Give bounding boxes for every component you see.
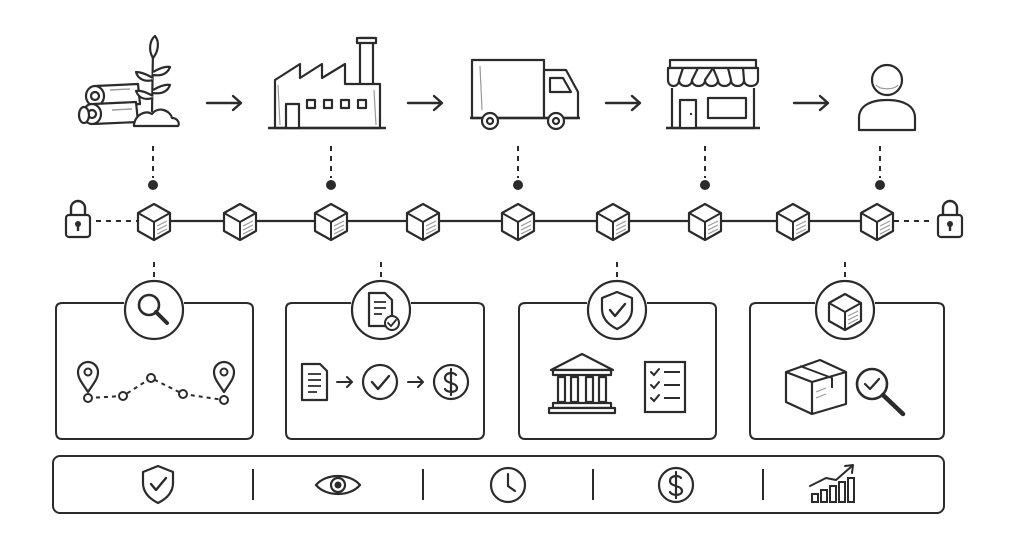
panel-compliance — [518, 279, 717, 440]
eye-icon — [314, 474, 362, 496]
clock-icon — [489, 466, 527, 504]
right-arrow-icon — [406, 94, 444, 112]
padlock-icon — [64, 199, 92, 239]
check-magnifier-icon — [855, 367, 906, 417]
magnifier-icon — [123, 279, 185, 341]
right-arrow-icon — [336, 376, 353, 388]
shield-check-icon — [586, 279, 648, 341]
cube-block-icon — [136, 202, 172, 242]
factory-icon — [268, 36, 386, 130]
panel-smart-contracts — [285, 279, 485, 440]
supply-chain-row — [77, 34, 917, 132]
cube-block-icon — [687, 202, 723, 242]
anchor-dot — [875, 180, 885, 190]
right-arrow-icon — [792, 94, 830, 112]
right-arrow-icon — [205, 94, 243, 112]
cube-block-icon — [313, 202, 349, 242]
right-arrow-icon — [407, 376, 424, 388]
cube-block-icon — [859, 202, 895, 242]
panel-connectors — [153, 262, 846, 280]
growth-chart-icon — [809, 464, 855, 503]
cube-block-icon — [500, 202, 536, 242]
anchor-dots — [148, 180, 885, 190]
right-arrow-icon — [604, 94, 642, 112]
blockchain-row — [64, 199, 964, 242]
dollar-circle-icon — [657, 466, 695, 504]
stage-anchors — [152, 146, 881, 178]
cube-block-icon — [222, 202, 258, 242]
checklist-icon — [643, 360, 687, 414]
cube-block-icon — [405, 202, 441, 242]
anchor-dot — [326, 180, 336, 190]
padlock-icon — [936, 199, 964, 239]
route-dots-icon — [83, 373, 229, 405]
package-box-icon — [784, 358, 848, 416]
verified-document-icon — [350, 279, 412, 341]
dollar-circle-icon — [432, 363, 470, 401]
storefront-icon — [666, 58, 760, 130]
bank-building-icon — [547, 352, 617, 415]
cube-icon — [814, 279, 876, 341]
logs-and-sprout-icon — [77, 34, 180, 128]
anchor-dot — [700, 180, 710, 190]
location-pin-icon — [76, 360, 100, 394]
cube-block-icon — [595, 202, 631, 242]
cube-block-icon — [775, 202, 811, 242]
anchor-dot — [148, 180, 158, 190]
person-icon — [857, 63, 917, 132]
delivery-truck-icon — [470, 58, 580, 131]
check-circle-icon — [361, 363, 399, 401]
benefits-bar — [52, 455, 945, 514]
location-pin-icon — [212, 360, 236, 394]
panel-product-verification — [749, 279, 945, 440]
document-icon — [300, 362, 329, 402]
panel-traceability — [55, 279, 254, 440]
anchor-dot — [513, 180, 523, 190]
